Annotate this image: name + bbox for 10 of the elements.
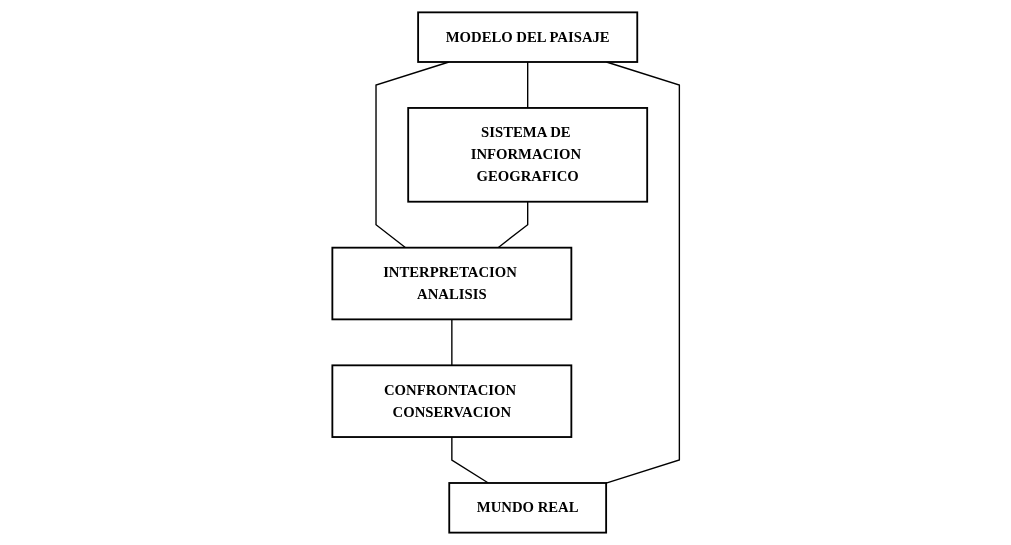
node-box: SISTEMA DE INFORMACION GEOGRAFICO — [406, 107, 648, 203]
connector — [497, 201, 529, 249]
connector — [605, 61, 680, 484]
connector — [450, 318, 453, 366]
node-box: INTERPRETACION ANALISIS — [331, 246, 572, 321]
node-box: MUNDO REAL — [447, 482, 607, 534]
node-box: MODELO DEL PAISAJE — [416, 11, 638, 63]
connector — [450, 436, 489, 484]
node-box: CONFRONTACION CONSERVACION — [331, 364, 572, 438]
connector — [526, 61, 529, 109]
